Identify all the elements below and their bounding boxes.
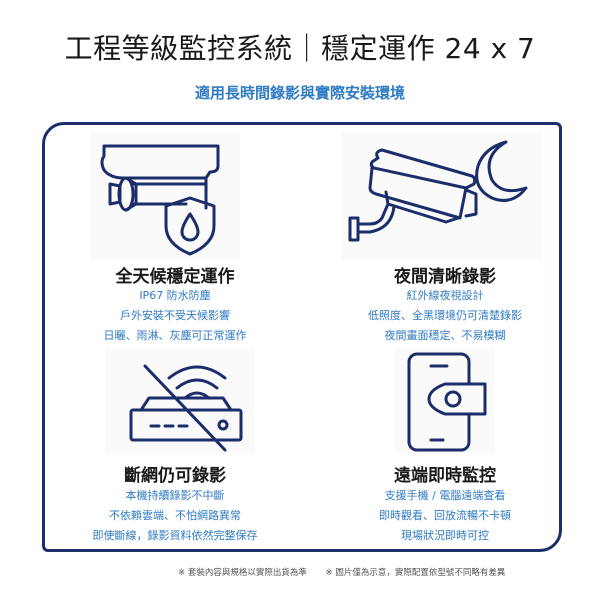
- weatherproof-camera-shield-icon: [90, 132, 240, 260]
- feature-offline-recording: 斷網仍可錄影 本機持續錄影不中斷 不依賴雲端、不怕網路異常 即使斷線，錄影資料依…: [50, 345, 300, 550]
- feature-line: 紅外線夜視設計: [406, 289, 484, 302]
- feature-title: 遠端即時監控: [394, 466, 496, 486]
- feature-line: 夜間畫面穩定、不易模糊: [384, 329, 506, 342]
- feature-line: 即使斷線，錄影資料依然完整保存: [92, 529, 258, 542]
- feature-line: 日曬、雨淋、灰塵可正常運作: [103, 329, 247, 342]
- night-vision-camera-moon-icon: [342, 132, 542, 260]
- feature-night-vision: 夜間清晰錄影 紅外線夜視設計 低照度、全黑環境仍可清楚錄影 夜間畫面穩定、不易模…: [320, 130, 570, 345]
- feature-line: IP67 防水防塵: [139, 289, 211, 302]
- page-subtitle: 適用長時間錄影與實際安裝環境: [194, 84, 405, 102]
- remote-phone-view-icon: [395, 348, 495, 453]
- footnotes: ※ 套裝內容與規格以實際出貨為準 ※ 圖片僅為示意，實際配置依型號不同略有差異: [0, 566, 600, 578]
- footnote: ※ 套裝內容與規格以實際出貨為準: [178, 568, 307, 578]
- feature-title: 夜間清晰錄影: [394, 267, 496, 287]
- feature-line: 即時觀看、回放流暢不卡頓: [379, 509, 511, 522]
- feature-title: 全天候穩定運作: [115, 267, 235, 287]
- feature-line: 不依賴雲端、不怕網路異常: [109, 509, 241, 522]
- offline-recorder-wifi-slash-icon: [105, 348, 255, 453]
- feature-weatherproof: 全天候穩定運作 IP67 防水防塵 戶外安裝不受天候影響 日曬、雨淋、灰塵可正常…: [50, 130, 300, 345]
- feature-line: 本機持續錄影不中斷: [125, 489, 225, 502]
- feature-line: 支援手機 / 電腦遠端查看: [384, 489, 506, 502]
- feature-line: 現場狀況即時可控: [401, 529, 489, 542]
- feature-line: 低照度、全黑環境仍可清楚錄影: [368, 309, 522, 322]
- footnote: ※ 圖片僅為示意，實際配置依型號不同略有差異: [325, 568, 506, 578]
- page-title: 工程等級監控系統｜穩定運作 24 x 7: [64, 32, 536, 65]
- feature-remote-monitoring: 遠端即時監控 支援手機 / 電腦遠端查看 即時觀看、回放流暢不卡頓 現場狀況即時…: [320, 345, 570, 550]
- feature-line: 戶外安裝不受天候影響: [120, 309, 230, 322]
- feature-title: 斷網仍可錄影: [124, 466, 226, 486]
